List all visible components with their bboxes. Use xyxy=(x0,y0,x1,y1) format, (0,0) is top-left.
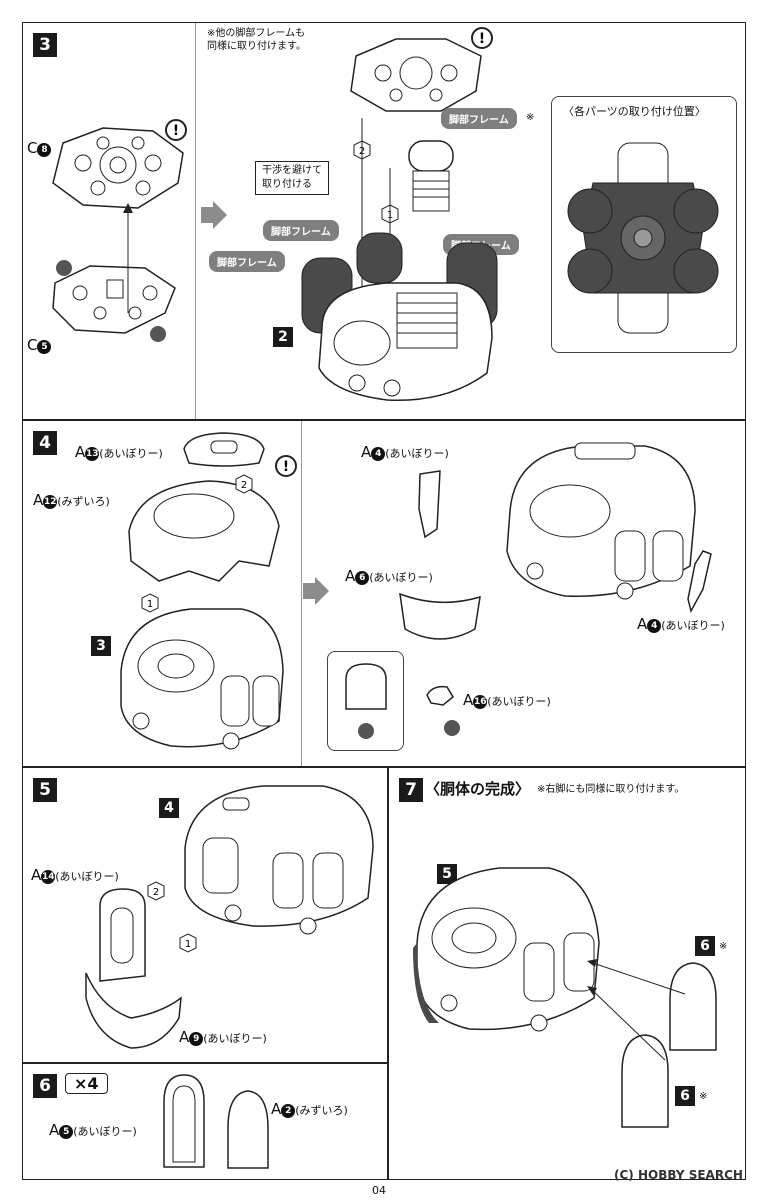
leg-frame-tag: 脚部フレーム xyxy=(263,220,339,241)
part-a16-label: A16(あいぼりー) xyxy=(463,691,551,709)
step-number: 4 xyxy=(33,431,57,455)
part-a4-drawing xyxy=(418,470,441,539)
assembly-note: ※他の脚部フレームも 同様に取り付けます。 xyxy=(207,28,306,52)
inset-drawing xyxy=(567,142,719,334)
body-assembly-drawing xyxy=(301,232,498,402)
quantity-badge: ×4 xyxy=(65,1073,108,1094)
step-number: 3 xyxy=(33,33,57,57)
order-1-marker: 1 xyxy=(141,593,159,613)
part-a12-drawing xyxy=(128,480,280,582)
leg-frame-part xyxy=(350,38,482,112)
order-1-marker: 1 xyxy=(179,933,197,953)
interference-callout: 干渉を避けて 取り付ける xyxy=(255,161,329,195)
foot-cover-drawing xyxy=(669,962,717,1051)
detail-drawing xyxy=(345,663,387,739)
part-a14-label: A14(あいぼりー) xyxy=(31,866,119,884)
assembly-arrows xyxy=(587,959,686,1061)
caution-icon: ! xyxy=(471,27,493,49)
sub-step-number: 6 xyxy=(675,1086,695,1106)
detail-inset xyxy=(327,651,404,751)
step-number: 7 xyxy=(399,778,423,802)
body-drawing xyxy=(184,785,374,935)
sub-step-number: 3 xyxy=(91,636,111,656)
step-note: ※右脚にも同様に取り付けます。 xyxy=(537,784,685,795)
body-drawing-large xyxy=(506,442,696,600)
part-a5-drawing xyxy=(163,1074,205,1168)
order-2-marker: 2 xyxy=(235,474,253,494)
part-a13-drawing xyxy=(183,432,265,467)
leg-cylinder-part xyxy=(408,140,454,212)
page-number: 04 xyxy=(372,1184,386,1197)
svg-text:2: 2 xyxy=(153,887,159,898)
svg-text:!: ! xyxy=(283,459,289,475)
caution-icon: ! xyxy=(275,455,297,477)
pin-icon xyxy=(56,260,72,276)
order-2-marker: 2 xyxy=(147,881,165,901)
leg-frame-tag: 脚部フレーム xyxy=(441,108,517,129)
watermark: (C) HOBBY SEARCH xyxy=(614,1168,743,1182)
inset-title: 〈各パーツの取り付け位置〉 xyxy=(563,105,706,118)
svg-text:2: 2 xyxy=(241,480,247,491)
body-drawing xyxy=(120,608,284,750)
part-c8-drawing xyxy=(52,127,184,209)
foot-cover-drawing xyxy=(621,1034,669,1128)
part-a16-drawing xyxy=(426,685,454,706)
caution-icon: ! xyxy=(165,119,187,141)
svg-text:1: 1 xyxy=(147,599,153,610)
part-a14-drawing xyxy=(99,888,146,982)
leg-frame-mark: ※ xyxy=(526,112,535,123)
flow-arrow xyxy=(303,577,329,605)
part-a2-drawing xyxy=(227,1090,269,1169)
step-number: 6 xyxy=(33,1074,57,1098)
inset-frame xyxy=(551,96,737,353)
sub-step-number: 2 xyxy=(273,327,293,347)
part-a12-label: A12(みずいろ) xyxy=(33,491,110,509)
svg-text:!: ! xyxy=(173,123,179,139)
sub-step-number: 4 xyxy=(159,798,179,818)
leg-frame-tag: 脚部フレーム xyxy=(209,251,285,272)
pin-icon xyxy=(444,720,460,736)
sub-step-number: 6 xyxy=(695,936,715,956)
svg-text:1: 1 xyxy=(185,939,191,950)
part-c5-drawing xyxy=(52,265,176,334)
sub-step-number: 5 xyxy=(437,864,457,884)
mark: ※ xyxy=(719,941,728,952)
part-a9-drawing xyxy=(85,972,182,1049)
part-a6-drawing xyxy=(399,592,481,640)
step-title: 〈胴体の完成〉 xyxy=(425,780,531,798)
part-a4b-drawing xyxy=(687,550,712,614)
part-a13-label: A13(あいぼりー) xyxy=(75,443,163,461)
assembly-arrow xyxy=(123,203,133,313)
svg-text:!: ! xyxy=(479,31,485,47)
body-drawing-complete xyxy=(413,867,600,1032)
step-7-panel: 7 〈胴体の完成〉 ※右脚にも同様に取り付けます。 5 6 ※ 6 ※ xyxy=(388,767,746,1180)
divider xyxy=(301,421,302,766)
divider xyxy=(195,23,196,419)
mark: ※ xyxy=(699,1091,708,1102)
step-number: 5 xyxy=(33,778,57,802)
flow-arrow xyxy=(201,201,227,229)
pin-icon xyxy=(150,326,166,342)
